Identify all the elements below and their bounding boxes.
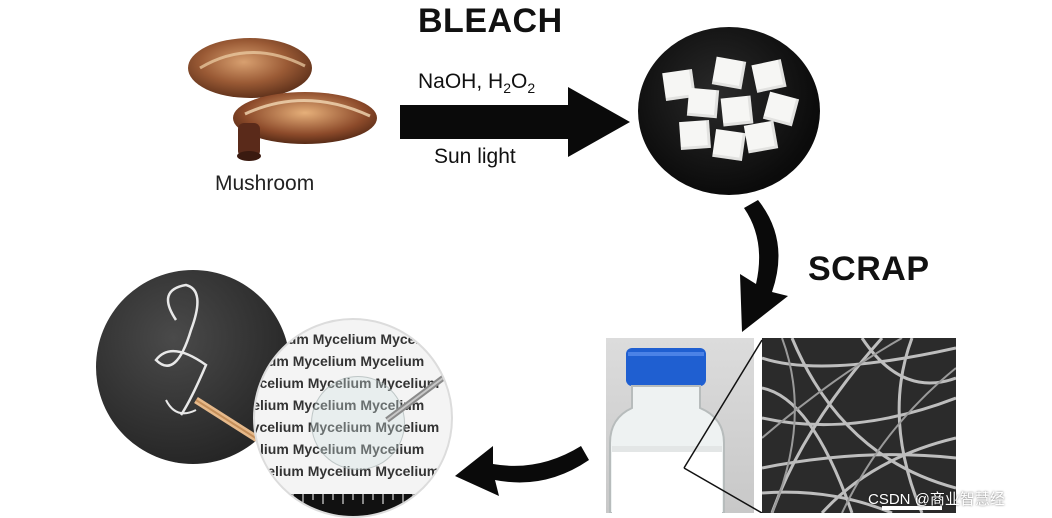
film-word: Mycelium [253,419,304,435]
tweezers [383,364,453,424]
watermark: CSDN @商业智慧经 [868,488,1005,509]
cube [712,129,746,161]
fiber-network [762,338,956,513]
cube [679,120,711,150]
film-photo: Mycelium Mycelium Mycelium Mycelium Myce… [253,318,453,518]
film-word: Mycelium [253,353,289,369]
cube [712,57,746,90]
film-word: Mycelium [380,331,444,347]
cube [751,59,786,93]
film-arrow [455,440,595,510]
callout-lines [680,338,770,513]
film-word: Mycelium [253,463,304,479]
film-word: Mycelium [253,375,304,391]
film-word: Mycelium [313,331,377,347]
film-word: Mycelium [253,441,289,457]
film-word: Mycelium [375,463,439,479]
bleach-title: BLEACH [418,2,563,41]
cube [721,96,754,127]
mushroom-image [180,28,390,168]
bleached-dish [638,27,820,195]
scrap-label: SCRAP [808,250,930,289]
condition-label: Sun light [434,145,516,169]
mushroom-label: Mushroom [215,172,314,196]
scrap-arrow [720,200,810,340]
cube [744,121,778,154]
film-word: Mycelium [253,331,309,347]
film-word: Mycelium [253,397,289,413]
sem-image [762,338,956,513]
film-word: Mycelium [293,353,357,369]
cube [687,88,719,119]
